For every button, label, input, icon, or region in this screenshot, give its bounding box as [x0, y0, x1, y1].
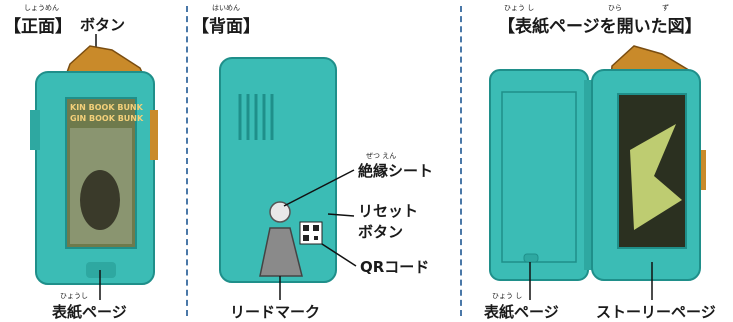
open-heading-ruby-open: ひら: [608, 4, 622, 12]
back-panel: はいめん 【背面】 ぜつ えん 絶縁シート リセット ボタン QRコード リード…: [188, 0, 460, 322]
front-button-label: ボタン: [80, 16, 126, 34]
back-heading: 【背面】: [192, 17, 260, 37]
front-heading: 【正面】: [4, 17, 72, 37]
front-cover-label: 表紙ページ: [52, 303, 127, 321]
front-card-title-1: KIN BOOK BUNK: [70, 103, 143, 112]
front-device-illustration: [30, 34, 158, 300]
open-heading: 【表紙ページを開いた図】: [498, 17, 702, 37]
panel-divider-right: [460, 6, 462, 316]
open-cover-label: 表紙ページ: [484, 303, 559, 321]
back-insulation-label: 絶縁シート: [358, 162, 434, 180]
back-insulation-ruby: ぜつ えん: [366, 152, 397, 160]
back-device-illustration: [219, 57, 357, 300]
back-qr-label: QRコード: [360, 258, 430, 276]
open-panel: ひょう し ひら ず 【表紙ページを開いた図】 ひょう し 表紙ページ ストーリ…: [462, 0, 733, 322]
front-cover-ruby: ひょうし: [60, 292, 88, 300]
open-heading-ruby-cover: ひょう し: [504, 4, 535, 12]
back-reset-label-2: ボタン: [358, 223, 404, 241]
front-heading-ruby: しょうめん: [24, 4, 59, 12]
open-heading-ruby-fig: ず: [662, 4, 669, 12]
open-story-label: ストーリーページ: [596, 303, 716, 321]
back-reset-label-1: リセット: [358, 202, 419, 220]
open-device-illustration: [489, 45, 706, 300]
front-card-title-2: GIN BOOK BUNK: [70, 114, 144, 123]
panel-divider-left: [186, 6, 188, 316]
front-panel: しょうめん 【正面】 ボタン KIN BOOK BUNK GIN BOOK BU…: [0, 0, 186, 322]
back-heading-ruby: はいめん: [212, 4, 240, 12]
open-cover-ruby: ひょう し: [492, 292, 523, 300]
back-lead-label: リードマーク: [230, 303, 321, 321]
